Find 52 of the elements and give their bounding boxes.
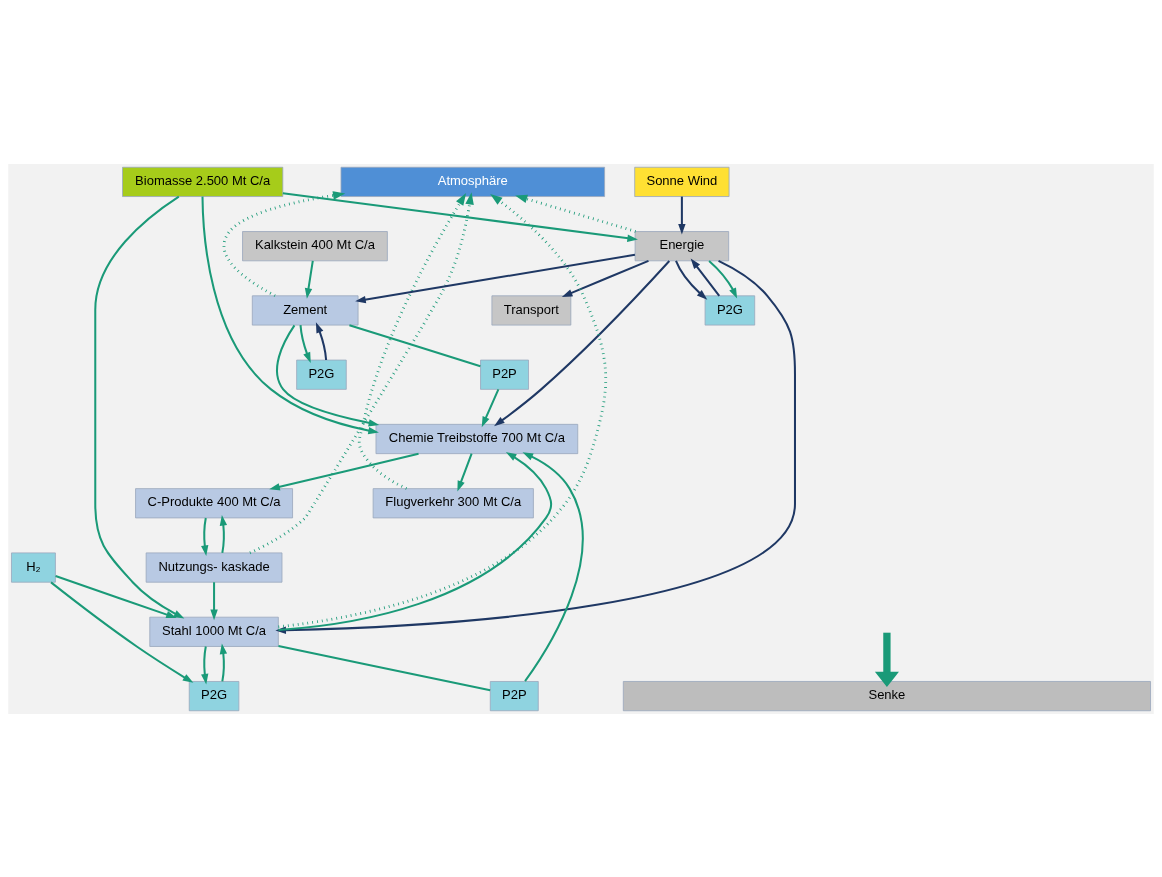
arrow [357, 192, 467, 490]
arrow [299, 324, 311, 363]
arrow [315, 321, 328, 360]
node-box: P2P [480, 359, 529, 390]
arrow [278, 451, 553, 631]
node-box: H₂ [11, 552, 56, 583]
arrow [219, 643, 228, 682]
arrow [210, 581, 218, 620]
arrow [675, 260, 708, 300]
arrow [55, 574, 177, 618]
arrow [219, 514, 228, 553]
node-box: Nutzungs- kaskade [145, 552, 283, 583]
arrow [282, 191, 638, 242]
arrow [494, 259, 671, 426]
arrow [201, 517, 209, 556]
arrow [269, 452, 419, 490]
connector [278, 644, 491, 691]
node-box: Atmosphäre [340, 166, 605, 197]
connector [349, 323, 481, 367]
node-box: Kalkstein 400 Mt C/a [242, 230, 388, 261]
node-box: Zement [251, 294, 359, 325]
arrow [249, 191, 474, 554]
node-box: Stahl 1000 Mt C/a [149, 616, 279, 647]
node-box: C-Produkte 400 Mt C/a [135, 487, 293, 518]
arrow [94, 195, 185, 619]
node-box: P2G [188, 680, 240, 711]
arrow [515, 194, 637, 233]
node-box: Energie [634, 230, 730, 261]
node-box: Flugverkehr 300 Mt C/a [372, 487, 534, 518]
arrow [355, 253, 636, 303]
arrow [708, 259, 738, 299]
arrow [278, 193, 608, 628]
arrow [690, 257, 721, 296]
arrow [522, 451, 584, 682]
node-box: P2G [296, 359, 347, 390]
arrow [201, 196, 379, 434]
node-box: Transport [491, 294, 572, 325]
node-box: Senke [622, 680, 1151, 711]
arrow [678, 196, 686, 235]
node-box: Biomasse 2.500 Mt C/a [122, 166, 284, 197]
arrow [561, 259, 649, 297]
arrow [50, 581, 194, 683]
node-box: P2P [489, 680, 539, 711]
node-box: Sonne Wind [634, 166, 730, 197]
arrow [222, 190, 346, 297]
node-box: P2G [704, 294, 756, 325]
node-box: Chemie Treibstoffe 700 Mt C/a [375, 423, 579, 454]
arrow [457, 452, 473, 491]
arrow [201, 645, 209, 684]
arrow [481, 388, 500, 427]
arrow [304, 260, 314, 299]
arrow [276, 324, 380, 426]
